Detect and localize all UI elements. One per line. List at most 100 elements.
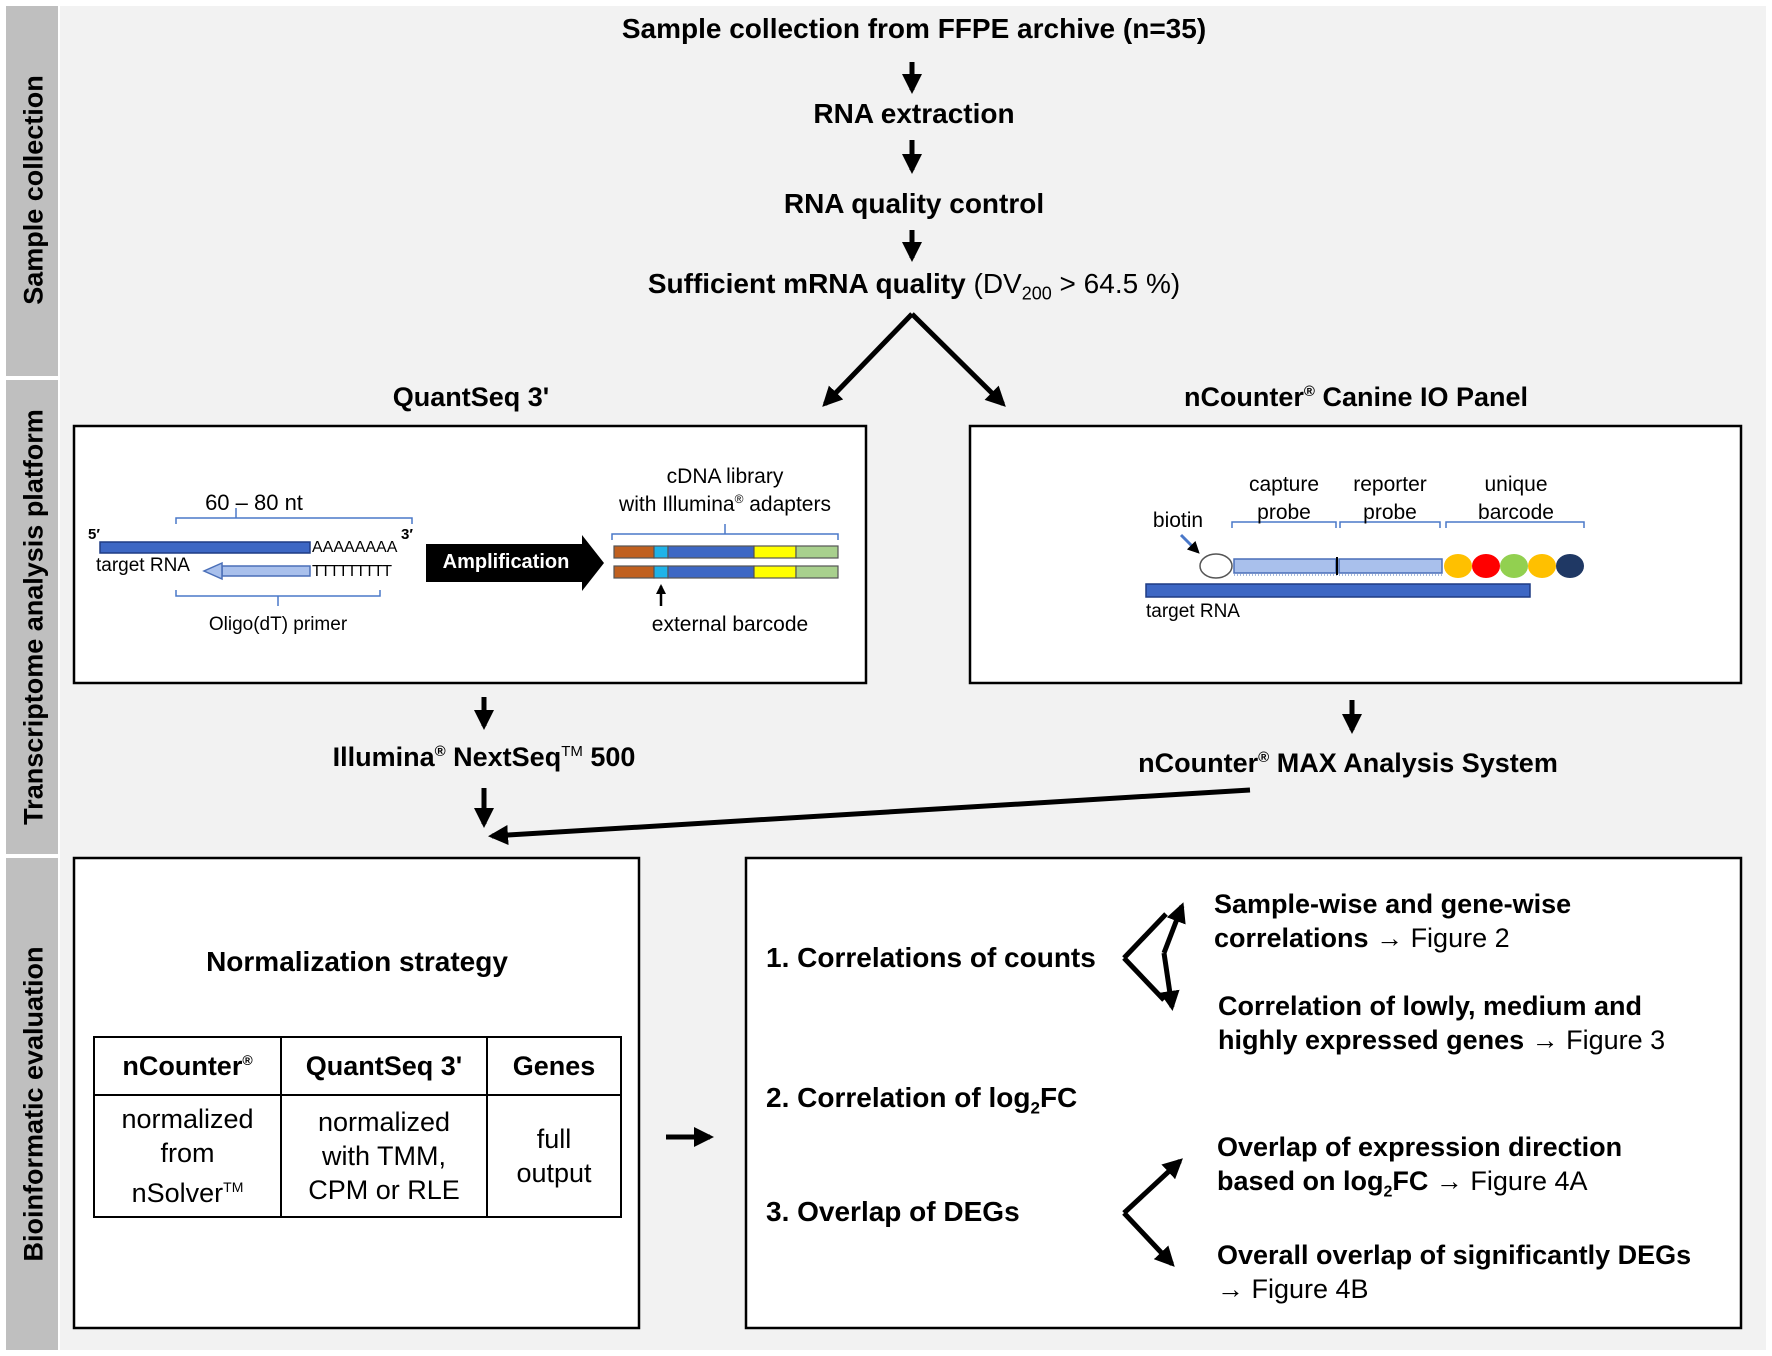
subitem-1a-text: correlations (1214, 923, 1369, 953)
biotin-label: biotin (1152, 509, 1204, 532)
cell-genes-line1: full (536, 1124, 572, 1154)
subitem-1a-line1: Sample-wise and gene-wise (1214, 889, 1572, 919)
dv-subscript: 200 (1021, 283, 1052, 304)
barcode-dot (1556, 554, 1584, 578)
log-subscript: 2 (1383, 1183, 1393, 1201)
subitem-3b-ref: → Figure 4B (1217, 1274, 1369, 1304)
evaluation-box (744, 856, 1743, 1330)
trademark-mark: TM (561, 743, 583, 760)
cdna-library-label: cDNA library (666, 465, 784, 488)
header-ncounter: nCounter® (93, 1036, 282, 1096)
header-ncounter-text: nCounter (122, 1050, 243, 1081)
ncounter-title-name: nCounter (1183, 382, 1304, 412)
registered-mark: ® (1258, 749, 1270, 766)
subitem-3b-line1: Overall overlap of significantly DEGs (1217, 1240, 1692, 1270)
reporter-bracket (1339, 521, 1441, 528)
section-bar-platform (6, 380, 58, 854)
external-barcode-label: external barcode (651, 613, 809, 636)
header-quantseq: QuantSeq 3' (280, 1036, 488, 1096)
cell-quantseq: normalized with TMM, CPM or RLE (280, 1094, 488, 1218)
illumina-adapters-label: with Illumina® adapters (619, 492, 831, 517)
figure-2-ref: → Figure 2 (1368, 923, 1510, 953)
poly-a-tail: AAAAAAAA (312, 539, 398, 556)
barcode-dot (1500, 554, 1528, 578)
table-header-row: nCounter® QuantSeq 3' Genes (93, 1036, 622, 1096)
branch-stem-1a (1122, 912, 1168, 960)
illumina-instrument: Illumina® NextSeqTM 500 (333, 742, 636, 773)
cell-genes: full output (486, 1094, 622, 1218)
registered-mark: ® (434, 743, 446, 760)
cell-ncounter-line3: nSolverTM (95, 1170, 280, 1210)
arrow-split-left (822, 312, 914, 407)
ncounter-target-rna-label: target RNA (1146, 601, 1240, 622)
flow-step-sample-collection: Sample collection from FFPE archive (n=3… (621, 13, 1207, 44)
capture-probe-bar (1233, 558, 1337, 574)
barcode-dots (1444, 554, 1584, 578)
arrow-branch-1b (1159, 952, 1180, 1011)
cell-quantseq-line1: normalized (317, 1107, 451, 1137)
log-subscript: 2 (1030, 1098, 1040, 1118)
registered-mark: ® (734, 492, 744, 506)
barcode-bracket (1445, 521, 1585, 528)
subitem-1a-line2: correlations → Figure 2 (1214, 923, 1510, 954)
section-label-transcriptome: Transcriptome analysis platform (18, 409, 49, 825)
three-prime-label: 3′ (401, 526, 413, 543)
ncounter-system-name: nCounter (1138, 748, 1259, 778)
branch-stem-1b (1122, 956, 1166, 1002)
cell-ncounter: normalized from nSolverTM (93, 1094, 282, 1218)
ncounter-title: nCounter® Canine IO Panel (1184, 382, 1528, 413)
registered-mark: ® (242, 1051, 253, 1068)
arrow-branch-3b (1122, 1211, 1175, 1267)
reporter-probe-bar (1338, 558, 1443, 574)
target-rna-strand (99, 541, 311, 554)
length-label: 60 – 80 nt (205, 490, 303, 515)
unique-label: unique (1484, 473, 1548, 496)
subitem-1b-line1: Correlation of lowly, medium and (1218, 991, 1643, 1021)
ncounter-schematic (1145, 521, 1585, 598)
illumina-name: Illumina (332, 742, 435, 772)
arrow-ncounter-merge (488, 787, 1251, 846)
dv-threshold: > 64.5 %) (1051, 268, 1181, 299)
barcode-dot (1472, 554, 1500, 578)
target-rna-label: target RNA (96, 555, 190, 576)
barcode-dot (1528, 554, 1556, 578)
amplification-label: Amplification (442, 551, 570, 573)
nextseq-name: NextSeq (445, 742, 562, 772)
normalization-table: nCounter® QuantSeq 3' Genes normalized f… (93, 1036, 622, 1218)
ncounter-box (968, 424, 1743, 685)
subitem-3a-line1: Overlap of expression direction (1217, 1132, 1623, 1162)
barcode-dot (1444, 554, 1472, 578)
biotin-pointer (1179, 533, 1200, 554)
primer-label: Oligo(dT) primer (208, 614, 348, 635)
capture-label: capture (1248, 473, 1320, 496)
subitem-3a-text: based on log (1217, 1166, 1384, 1196)
item2-text: 2. Correlation of log (766, 1082, 1031, 1113)
adapters-suffix: adapters (743, 493, 831, 516)
normalization-title: Normalization strategy (206, 946, 508, 977)
reporter-label: reporter (1353, 473, 1427, 496)
adapters-text: with Illumina (619, 493, 735, 516)
evaluation-item-2: 2. Correlation of log2FC (766, 1082, 1077, 1119)
cell-ncounter-line2: from (160, 1138, 215, 1168)
arrow-branch-1a (1161, 902, 1186, 954)
poly-t-tail: TTTTTTTTT (312, 563, 392, 580)
cell-genes-line2: output (516, 1158, 592, 1188)
evaluation-item-1: 1. Correlations of counts (766, 942, 1096, 973)
flow-step-quality-control: RNA quality control (783, 188, 1045, 219)
arrow-branch-3a (1122, 1158, 1183, 1215)
model-number: 500 (582, 742, 636, 772)
ncounter-title-panel: Canine IO Panel (1314, 382, 1529, 412)
subitem-1b-text: highly expressed genes (1218, 1025, 1525, 1055)
figure-4a-ref: → Figure 4A (1428, 1166, 1588, 1196)
quantseq-title: QuantSeq 3' (392, 382, 550, 412)
section-label-bioinformatic: Bioinformatic evaluation (18, 946, 49, 1262)
nsolver-text: nSolver (131, 1178, 224, 1208)
capture-probe-label: probe (1257, 501, 1311, 524)
header-genes: Genes (486, 1036, 622, 1096)
flow-step-rna-extraction: RNA extraction (813, 98, 1015, 129)
table-row: normalized from nSolverTM normalized wit… (93, 1094, 622, 1218)
quantseq-schematic (99, 508, 839, 606)
unique-barcode-label: barcode (1478, 501, 1554, 524)
